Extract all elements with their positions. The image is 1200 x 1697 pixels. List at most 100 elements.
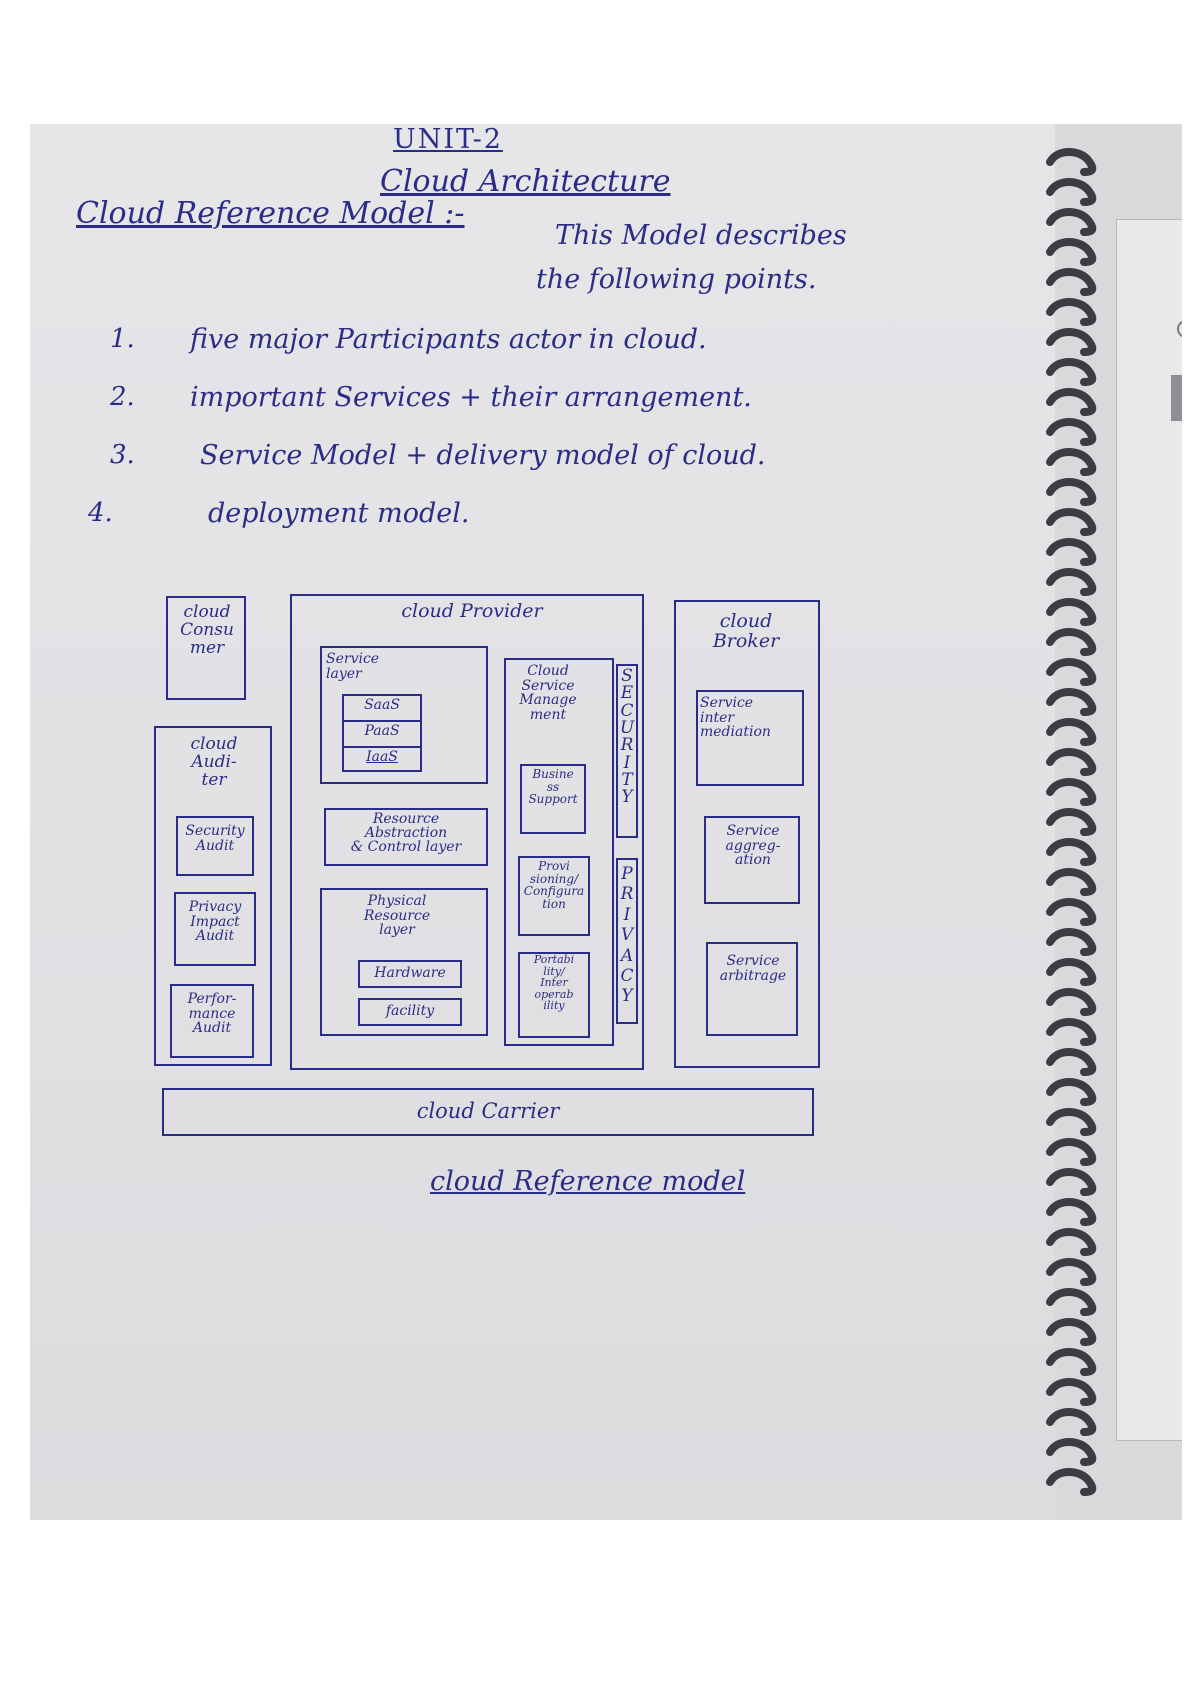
cloud-consumer-box: cloud Consu mer xyxy=(166,596,246,700)
spiral-coil xyxy=(1046,388,1097,416)
privacy-column: P R I V A C Y xyxy=(616,858,638,1024)
privacy-label: P R I V A C Y xyxy=(620,864,634,1007)
point-number: 3. xyxy=(110,440,135,470)
divider xyxy=(344,720,420,722)
spiral-coil xyxy=(1046,838,1097,866)
security-label: S E C U R I T Y xyxy=(619,666,635,808)
spiral-coil xyxy=(1046,1318,1097,1346)
hardware-label: Hardware xyxy=(374,965,446,981)
spiral-coil xyxy=(1046,1198,1097,1226)
next-page-edge xyxy=(1116,219,1182,1441)
facility-label: facility xyxy=(385,1003,435,1019)
notebook-page: UNIT-2 Cloud Architecture Cloud Referenc… xyxy=(30,124,1055,1520)
service-aggregation-label: Service aggreg- ation xyxy=(725,823,781,869)
spiral-coil xyxy=(1046,748,1097,776)
spiral-coil xyxy=(1046,1288,1097,1316)
spiral-coil xyxy=(1046,298,1097,326)
performance-audit-label: Perfor- mance Audit xyxy=(187,991,237,1037)
spiral-coil xyxy=(1046,928,1097,956)
service-arbitrage-box: Service arbitrage xyxy=(706,942,798,1036)
saas-label: SaaS xyxy=(364,697,400,713)
section-heading: Cloud Reference Model :- xyxy=(76,196,465,231)
service-arbitrage-label: Service arbitrage xyxy=(719,953,787,984)
spiral-coil xyxy=(1046,868,1097,896)
resource-abstraction-box: Resource Abstraction & Control layer xyxy=(324,808,488,866)
service-layer-label: Service layer xyxy=(326,651,380,682)
cloud-carrier-label: cloud Carrier xyxy=(416,1099,560,1123)
portability-box: Portabi lity/ Inter operab ility xyxy=(518,952,590,1038)
point-number: 4. xyxy=(88,498,113,528)
cloud-service-management-label: Cloud Service Manage ment xyxy=(519,663,577,724)
spiral-coil xyxy=(1046,448,1097,476)
privacy-audit-label: Privacy Impact Audit xyxy=(188,899,242,945)
performance-audit-box: Perfor- mance Audit xyxy=(170,984,254,1058)
cloud-broker-label: cloud Broker xyxy=(712,610,780,652)
cloud-provider-box: cloud Provider Service layer SaaS PaaS I… xyxy=(290,594,644,1070)
spiral-coil xyxy=(1046,1048,1097,1076)
point-text: five major Participants actor in cloud. xyxy=(190,324,707,355)
spiral-coil xyxy=(1046,1078,1097,1106)
spiral-coil xyxy=(1046,1468,1097,1496)
intro-line-2: the following points. xyxy=(536,264,817,295)
spiral-coil xyxy=(1046,478,1097,506)
spiral-coil xyxy=(1046,808,1097,836)
spiral-coil xyxy=(1046,358,1097,386)
intro-line-1: This Model describes xyxy=(555,220,847,251)
resource-abstraction-label: Resource Abstraction & Control layer xyxy=(350,811,462,855)
spiral-coil xyxy=(1046,1018,1097,1046)
point-number: 1. xyxy=(110,324,135,354)
page-mark xyxy=(1177,320,1182,338)
spiral-binding-icon xyxy=(1046,148,1097,1496)
spiral-coil xyxy=(1046,778,1097,806)
spiral-coil xyxy=(1046,718,1097,746)
cloud-carrier-box: cloud Carrier xyxy=(162,1088,814,1136)
notebook-photo: UNIT-2 Cloud Architecture Cloud Referenc… xyxy=(30,124,1182,1520)
spiral-coil xyxy=(1046,688,1097,716)
spiral-coil xyxy=(1046,1228,1097,1256)
point-number: 2. xyxy=(110,382,135,412)
spiral-coil xyxy=(1046,1348,1097,1376)
security-audit-label: Security Audit xyxy=(185,823,245,854)
spiral-coil xyxy=(1046,1258,1097,1286)
spiral-coil xyxy=(1046,148,1097,176)
security-audit-box: Security Audit xyxy=(176,816,254,876)
service-aggregation-box: Service aggreg- ation xyxy=(704,816,800,904)
spiral-coil xyxy=(1046,1408,1097,1436)
iaas-label: IaaS xyxy=(366,749,398,765)
spiral-coil xyxy=(1046,508,1097,536)
cloud-provider-label: cloud Provider xyxy=(401,600,543,622)
spiral-coil xyxy=(1046,1138,1097,1166)
spiral-coil xyxy=(1046,568,1097,596)
spiral-coil xyxy=(1046,1378,1097,1406)
point-text: Service Model + delivery model of cloud. xyxy=(200,440,766,471)
portability-label: Portabi lity/ Inter operab ility xyxy=(533,953,575,1013)
cloud-auditor-label: cloud Audi- ter xyxy=(190,734,238,790)
service-layer-box: Service layer SaaS PaaS IaaS xyxy=(320,646,488,784)
diagram-caption: cloud Reference model xyxy=(430,1166,746,1197)
cloud-service-management-box: Cloud Service Manage ment Busine ss Supp… xyxy=(504,658,614,1046)
spiral-coil xyxy=(1046,1108,1097,1136)
service-intermediation-label: Service inter mediation xyxy=(700,695,771,741)
spiral-coil xyxy=(1046,658,1097,686)
unit-heading: UNIT-2 xyxy=(393,124,503,155)
privacy-audit-box: Privacy Impact Audit xyxy=(174,892,256,966)
spiral-coil xyxy=(1046,538,1097,566)
business-support-label: Busine ss Support xyxy=(528,767,578,807)
spiral-coil xyxy=(1046,268,1097,296)
physical-resource-layer-label: Physical Resource layer xyxy=(363,893,431,939)
security-column: S E C U R I T Y xyxy=(616,664,638,838)
spiral-coil xyxy=(1046,418,1097,446)
business-support-box: Busine ss Support xyxy=(520,764,586,834)
spiral-coil xyxy=(1046,898,1097,926)
cloud-consumer-label: cloud Consu mer xyxy=(180,602,234,658)
spiral-coil xyxy=(1046,238,1097,266)
physical-resource-layer-box: Physical Resource layer Hardware facilit… xyxy=(320,888,488,1036)
spiral-coil xyxy=(1046,1438,1097,1466)
point-text: deployment model. xyxy=(208,498,470,529)
service-intermediation-box: Service inter mediation xyxy=(696,690,804,786)
service-models-stack: SaaS PaaS IaaS xyxy=(342,694,422,772)
hardware-box: Hardware xyxy=(358,960,462,988)
paas-label: PaaS xyxy=(364,723,400,739)
point-text: important Services + their arrangement. xyxy=(190,382,752,413)
spiral-coil xyxy=(1046,988,1097,1016)
